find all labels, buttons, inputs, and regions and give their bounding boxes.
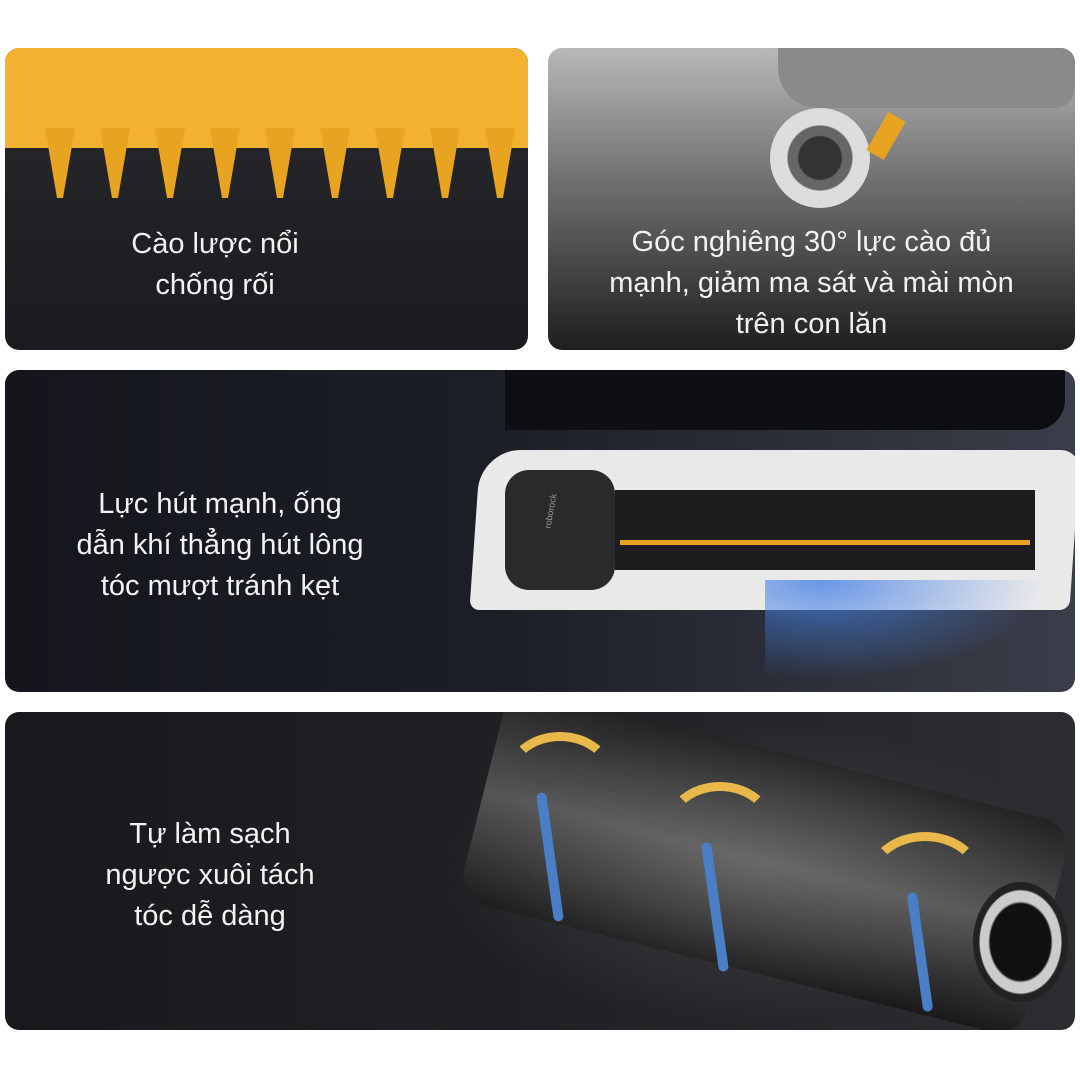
caption: Góc nghiêng 30° lực cào đủ mạnh, giảm ma… <box>548 222 1075 345</box>
caption-line: dẫn khí thẳng hút lông <box>76 529 364 561</box>
caption: Tự làm sạch ngược xuôi tách tóc dễ dàng <box>55 814 365 937</box>
comb-tooth <box>485 128 515 198</box>
comb-tooth <box>155 128 185 198</box>
panel-tilt-angle: Góc nghiêng 30° lực cào đủ mạnh, giảm ma… <box>548 48 1075 350</box>
comb-tooth <box>430 128 460 198</box>
comb-tooth <box>45 128 75 198</box>
roller-wheel-image <box>770 108 870 208</box>
comb-blade-image <box>866 111 906 161</box>
rotation-arrow-icon <box>665 782 775 872</box>
comb-tooth <box>265 128 295 198</box>
caption: Cào lược nổi chống rối <box>65 224 365 306</box>
caption-line: tóc mượt tránh kẹt <box>100 570 340 602</box>
caption-line: mạnh, giảm ma sát và mài mòn <box>609 267 1014 299</box>
panel-suction: roborock Lực hút mạnh, ống dẫn khí thẳng… <box>5 370 1075 692</box>
caption-line: trên con lăn <box>735 308 888 340</box>
caption-line: ngược xuôi tách <box>105 859 315 891</box>
caption-line: Lực hút mạnh, ống <box>98 488 342 520</box>
comb-strip-image <box>620 540 1030 545</box>
caption-line: Góc nghiêng 30° lực cào đủ <box>631 226 992 258</box>
comb-tooth <box>375 128 405 198</box>
rotation-arrow-icon <box>865 832 985 932</box>
caption-line: Tự làm sạch <box>129 818 291 850</box>
comb-tooth <box>210 128 240 198</box>
rotation-arrow-icon <box>505 732 615 822</box>
side-cap-image <box>505 470 615 590</box>
airflow-image <box>765 580 1045 680</box>
caption-line: tóc dễ dàng <box>134 900 286 932</box>
panel-floating-comb: Cào lược nổi chống rối <box>5 48 528 350</box>
caption-line: Cào lược nổi <box>131 228 299 260</box>
roller-image <box>615 490 1035 570</box>
caption: Lực hút mạnh, ống dẫn khí thẳng hút lông… <box>55 484 385 607</box>
device-base-image <box>505 370 1065 430</box>
comb-tooth <box>320 128 350 198</box>
panel-self-cleaning: Tự làm sạch ngược xuôi tách tóc dễ dàng <box>5 712 1075 1030</box>
comb-tooth <box>100 128 130 198</box>
roller-end-image <box>973 882 1068 1002</box>
caption-line: chống rối <box>155 269 275 301</box>
device-body-image <box>778 48 1075 108</box>
